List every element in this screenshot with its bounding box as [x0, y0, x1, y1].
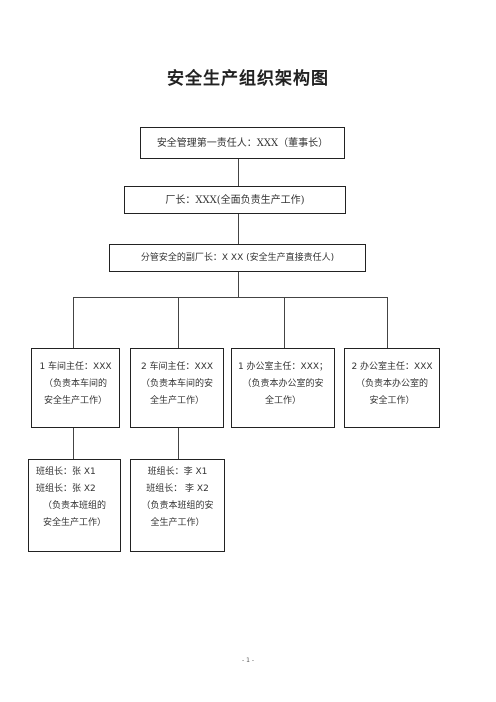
connector-dept-1: [73, 297, 74, 348]
team-zhang-line-4: 安全生产工作）: [42, 518, 106, 528]
team-li-line-1: 班组长：李 X1: [147, 467, 208, 477]
workshop-1-line-1: 1 车间主任：XXX: [39, 362, 112, 372]
team-li-line-4: 全生产工作）: [150, 518, 205, 528]
connector-team-2: [178, 428, 179, 459]
connector-team-1: [73, 428, 74, 459]
workshop-1-box: 1 车间主任：XXX （负责本车间的 安全生产工作）: [31, 348, 120, 428]
deputy-director-label: 分管安全的副厂长：X XX (安全生产直接责任人): [140, 252, 335, 263]
connector-dept-3: [284, 297, 285, 348]
factory-director-label: 厂长：XXX(全面负责生产工作): [165, 194, 305, 206]
office-1-line-2: （负责本办公室的安: [242, 379, 324, 389]
office-1-box: 1 办公室主任：XXX； （负责本办公室的安 全工作）: [231, 348, 335, 428]
team-li-line-2: 班组长： 李 X2: [146, 484, 209, 494]
first-responsible-person-label: 安全管理第一责任人：XXX（董事长）: [156, 137, 329, 149]
workshop-2-box: 2 车间主任：XXX （负责本车间的安 全生产工作）: [130, 348, 224, 428]
page-number: - 1 -: [242, 657, 254, 664]
team-li-box: 班组长：李 X1 班组长： 李 X2 （负责本班组的安 全生产工作）: [130, 459, 225, 552]
team-li-line-3: （负责本班组的安: [141, 501, 214, 511]
connector-l3-bus: [238, 272, 239, 297]
office-1-line-3: 全工作）: [264, 396, 301, 406]
department-bus-line: [73, 297, 388, 298]
workshop-2-line-2: （负责本车间的安: [140, 379, 213, 389]
team-zhang-box: 班组长：张 X1 班组长：张 X2 （负责本班组的 安全生产工作）: [28, 459, 121, 552]
workshop-1-line-2: （负责本车间的: [43, 379, 107, 389]
office-2-line-3: 安全工作）: [369, 396, 415, 406]
office-1-line-1: 1 办公室主任：XXX；: [237, 362, 329, 372]
office-2-box: 2 办公室主任：XXX （负责本办公室的 安全工作）: [344, 348, 440, 428]
page-title: 安全生产组织架构图: [167, 69, 329, 89]
first-responsible-person-box: 安全管理第一责任人：XXX（董事长）: [140, 127, 345, 159]
connector-dept-2: [178, 297, 179, 348]
workshop-2-line-3: 全生产工作）: [149, 396, 204, 406]
deputy-director-box: 分管安全的副厂长：X XX (安全生产直接责任人): [109, 244, 366, 272]
connector-dept-4: [387, 297, 388, 348]
workshop-2-line-1: 2 车间主任：XXX: [140, 362, 214, 372]
factory-director-box: 厂长：XXX(全面负责生产工作): [124, 186, 346, 214]
office-2-line-2: （负责本办公室的: [355, 379, 428, 389]
office-2-line-1: 2 办公室主任：XXX: [351, 362, 433, 372]
workshop-1-line-3: 安全生产工作）: [43, 396, 107, 406]
team-zhang-line-1: 班组长：张 X1: [36, 467, 96, 477]
connector-l2-l3: [238, 214, 239, 244]
connector-l1-l2: [238, 159, 239, 186]
team-zhang-line-3: （负责本班组的: [42, 501, 106, 511]
team-zhang-line-2: 班组长：张 X2: [36, 484, 96, 494]
